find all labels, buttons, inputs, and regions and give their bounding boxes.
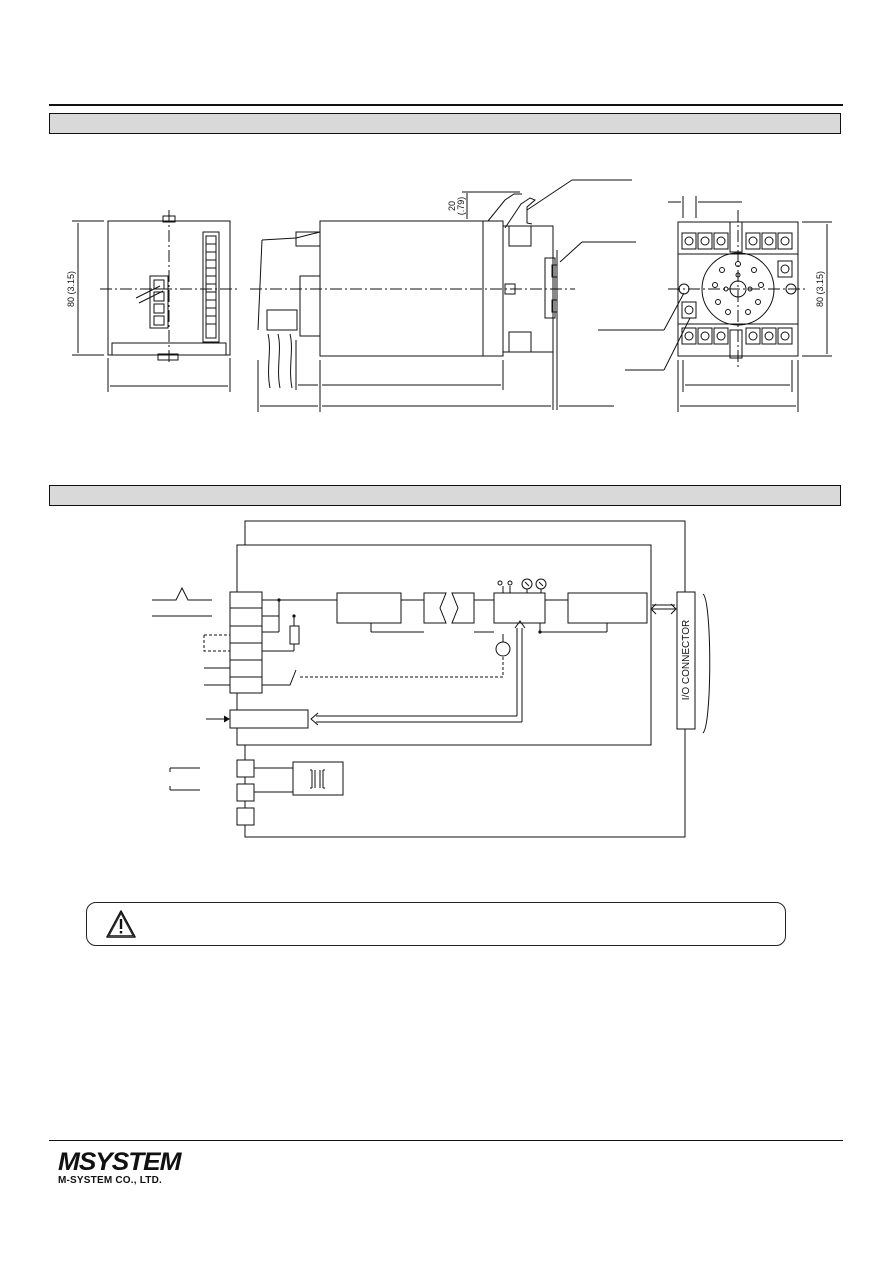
footer-rule xyxy=(49,1140,843,1141)
io-connector-label: I/O CONNECTOR xyxy=(681,620,692,700)
top-rule xyxy=(49,104,843,106)
block-diagram: I/O CONNECTOR xyxy=(152,520,711,838)
company-name: M-SYSTEM CO., LTD. xyxy=(58,1175,162,1186)
front-height-label: 80 (3.15) xyxy=(66,271,76,307)
section-header-dimensions xyxy=(49,113,841,134)
logo-wordmark: MSYSTEM xyxy=(58,1148,182,1176)
section-header-block-diagram xyxy=(49,485,841,506)
socket-view xyxy=(598,196,832,412)
front-view xyxy=(72,210,238,392)
socket-height-label: 80 (3.15) xyxy=(815,271,825,307)
company-logo: MSYSTEM M-SYSTEM CO., LTD. xyxy=(58,1150,182,1187)
dimension-drawings: 80 (3.15) 20 (.79) 80 (3.15) xyxy=(66,179,832,412)
warning-triangle-icon xyxy=(106,910,136,938)
side-view xyxy=(250,179,636,412)
side-top-dim-inch-label: (.79) xyxy=(456,197,466,216)
side-top-dim-label: 20 xyxy=(447,201,457,211)
warning-box xyxy=(86,902,786,946)
